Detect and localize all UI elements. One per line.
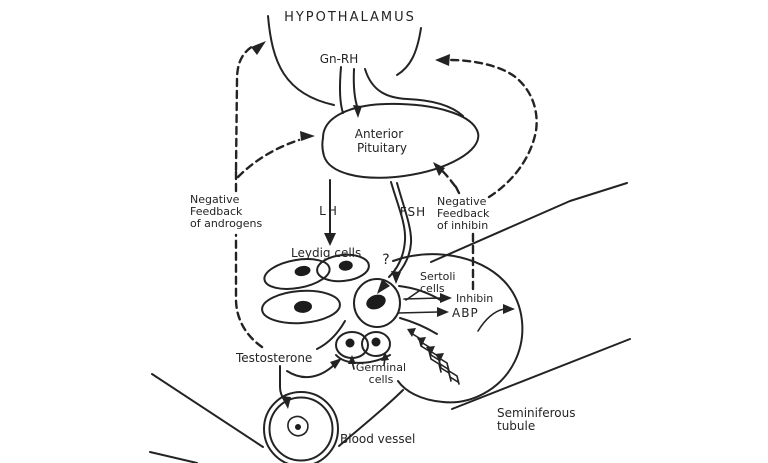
blood-vessel-wall-lower (149, 451, 198, 463)
negative-feedback-androgens-label-line1: Negative (190, 193, 240, 206)
leydig-cell (263, 258, 331, 290)
germinal-cells-label-line1: Germinal (356, 361, 406, 374)
negative-feedback-androgens-label-line3: of androgens (190, 217, 263, 230)
pituitary-outline (321, 102, 480, 179)
germinal-pointer-arrowhead (381, 352, 389, 361)
blood-vessel-outer-ring (263, 391, 339, 463)
androgen-feedback-hypothalamus-arrowhead (251, 41, 266, 55)
blood-vessel-cell-nucleus (295, 424, 301, 430)
inhibin-arrow (403, 293, 452, 303)
abp-exit-arrow (477, 304, 515, 332)
portal-vessel-curve (364, 68, 464, 117)
androgen-feedback-to-pituitary (236, 138, 301, 179)
negative-feedback-androgens-label-line2: Feedback (190, 205, 243, 218)
lh-label: LH (319, 204, 339, 218)
testosterone-label: Testosterone (235, 351, 312, 365)
leydig-cell-nucleus (294, 265, 311, 277)
anterior-pituitary-label-line2: Pituitary (357, 141, 407, 155)
negative-feedback-androgens-path (234, 41, 315, 349)
uncertain-pathway-label: ? (382, 252, 389, 268)
abp-exit-arrowhead (503, 304, 515, 314)
androgen-feedback-to-hypothalamus (234, 44, 255, 172)
negative-feedback-inhibin-label-line3: of inhibin (437, 219, 488, 232)
leydig-to-testosterone-line (316, 320, 346, 350)
testosterone-to-germinal-line (286, 364, 335, 379)
leydig-cell (316, 253, 370, 283)
fsh-arrowhead-left (377, 279, 390, 294)
abp-line (397, 311, 439, 314)
sertoli-cell-body (353, 278, 401, 328)
sertoli-arm-top (398, 285, 443, 302)
germinal-cell (361, 331, 391, 357)
androgen-feedback-pituitary-arrowhead (300, 131, 315, 141)
testosterone-to-germinal-arrowhead (330, 358, 342, 369)
blood-vessel-group (149, 373, 339, 463)
androgen-feedback-lower (234, 233, 264, 349)
inhibin-label: Inhibin (456, 292, 493, 305)
fsh-line-right (396, 182, 413, 276)
spermatid-tail (438, 357, 460, 385)
abp-arrowhead (437, 307, 449, 317)
negative-feedback-inhibin-label-line1: Negative (437, 195, 487, 208)
spermatid-tail (429, 350, 459, 383)
fsh-arrow (377, 181, 413, 294)
hypothalamus-outline-right (396, 27, 422, 76)
blood-vessel-cell (287, 415, 309, 437)
inhibin-line (403, 297, 442, 300)
inhibin-feedback-to-hypothalamus (449, 58, 538, 199)
testosterone-to-germinal-arrow (286, 358, 342, 379)
inhibin-feedback-to-pituitary (437, 166, 457, 188)
abp-label: ABP (452, 306, 479, 320)
seminiferous-tubule-label-line2: tubule (497, 419, 535, 433)
leydig-cell-nucleus (294, 300, 312, 313)
hypothalamus-outline-left (267, 15, 335, 106)
leydig-cells-label: Leydig cells (291, 246, 361, 260)
sertoli-cell-nucleus (366, 294, 386, 310)
sertoli-cells-label-line1: Sertoli (420, 270, 455, 283)
inhibin-arrowhead (440, 293, 452, 303)
germinal-cells-label-line2: cells (369, 373, 394, 386)
gnrh-label: Gn-RH (320, 52, 359, 66)
seminiferous-tubule-wall-upper (430, 182, 628, 263)
spermatid-lines (407, 328, 460, 385)
seminiferous-tubule-label-line1: Seminiferous (497, 406, 575, 420)
sertoli-arm-bottom (399, 317, 438, 335)
inhibin-feedback-hypothalamus-arrowhead (435, 54, 450, 66)
lh-arrow (324, 179, 336, 246)
negative-feedback-inhibin-path (433, 54, 538, 291)
sertoli-cells-label-line2: cells (420, 282, 445, 295)
blood-vessel-inner-ring (268, 396, 334, 462)
germinal-cell-nucleus (345, 338, 355, 348)
abp-exit-line (477, 308, 505, 332)
inhibin-feedback-pituitary-arrowhead (433, 162, 445, 176)
hypothalamus-label: HYPOTHALAMUS (284, 10, 416, 25)
leydig-cell (261, 289, 341, 325)
blood-vessel-wall-upper (151, 373, 264, 448)
spermatid-tail (410, 332, 442, 373)
blood-vessel-label: Blood vessel (340, 432, 415, 446)
germinal-cell-cluster (335, 331, 391, 370)
abp-arrow (397, 307, 449, 317)
leydig-cell-cluster (261, 253, 370, 325)
gnrh-flow-line (352, 68, 359, 110)
germinal-pointer-arrowhead (348, 355, 356, 364)
seminiferous-tubule-circle (392, 253, 524, 404)
anterior-pituitary-label-line1: Anterior (355, 127, 404, 141)
germinal-cell-nucleus (371, 337, 381, 347)
seminiferous-tubule-wall-lower (451, 338, 631, 410)
seminiferous-tubule-tail-arc (338, 389, 404, 447)
leydig-cell-nucleus (338, 260, 353, 271)
pituitary-stalk-left (338, 66, 344, 114)
fsh-label: FSH (400, 205, 426, 219)
negative-feedback-inhibin-label-line2: Feedback (437, 207, 490, 220)
lh-arrowhead (324, 233, 336, 246)
fsh-arrowhead-right (391, 271, 401, 284)
fsh-line-left (388, 181, 407, 278)
